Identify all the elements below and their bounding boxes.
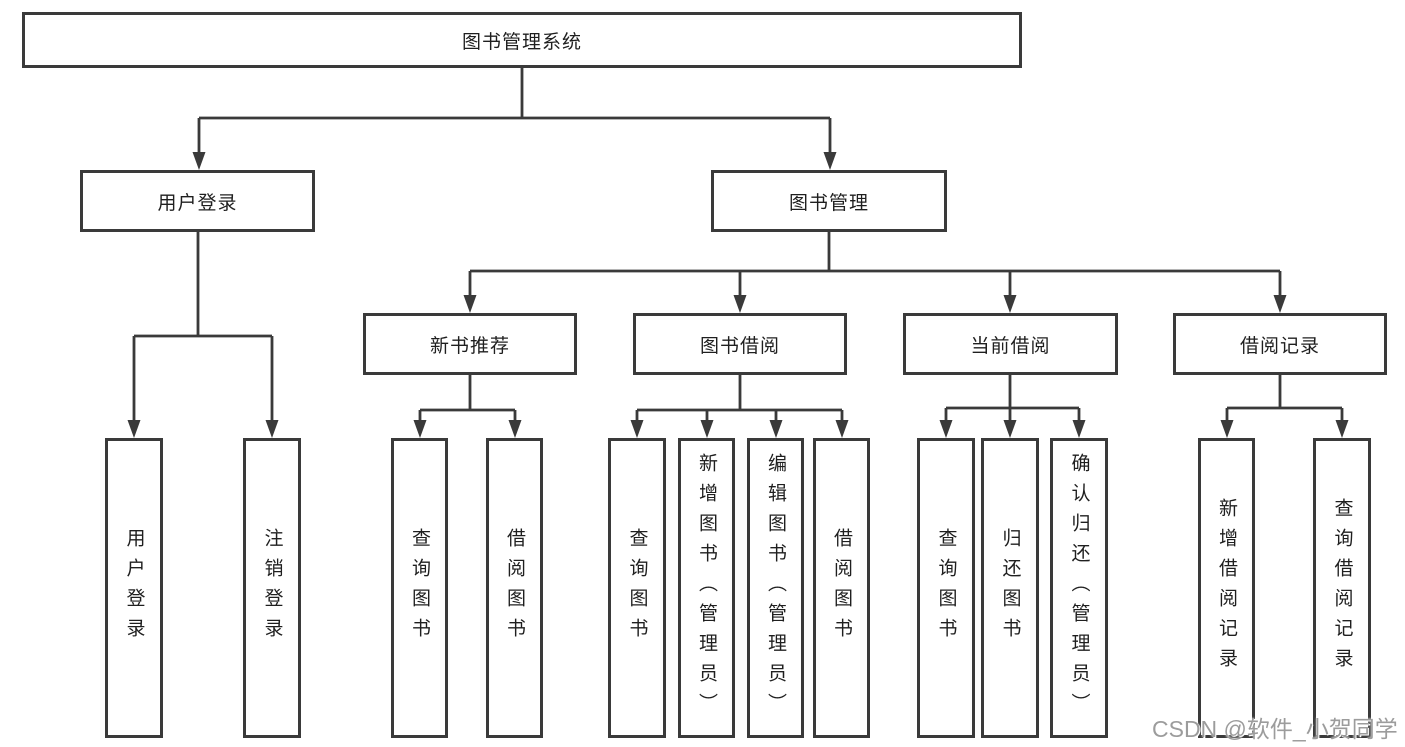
leaf-logout: 注销登录 <box>243 438 301 738</box>
leaf-return-books: 归还图书 <box>981 438 1039 738</box>
node-borrowing-records: 借阅记录 <box>1173 313 1387 375</box>
connector-book-borrowing <box>630 375 849 438</box>
leaf-query-books-borrowing: 查询图书 <box>608 438 666 738</box>
node-label: 查询图书 <box>935 528 957 648</box>
node-label: 借阅图书 <box>831 528 852 648</box>
leaf-borrow-books-recommend: 借阅图书 <box>486 438 543 738</box>
node-label: 当前借阅 <box>970 335 1051 357</box>
connector-root <box>192 68 837 170</box>
connector-borrowing-records <box>1220 375 1349 438</box>
leaf-edit-books-admin: 编辑图书（管理员） <box>747 438 804 738</box>
node-label: 图书管理系统 <box>461 31 582 53</box>
connector-new-book-recommendation <box>413 375 522 438</box>
node-label: 查询图书 <box>409 528 430 648</box>
watermark: CSDN @软件_小贺同学 <box>1152 716 1398 742</box>
node-label: 查询图书 <box>626 528 648 648</box>
leaf-query-books-current: 查询图书 <box>917 438 975 738</box>
leaf-query-books-recommend: 查询图书 <box>391 438 448 738</box>
node-new-book-recommendation: 新书推荐 <box>363 313 577 375</box>
node-label: 用户登录 <box>123 528 145 648</box>
leaf-query-borrow-record: 查询借阅记录 <box>1313 438 1371 738</box>
connector-user-login <box>127 232 279 438</box>
connector-current-borrowing <box>939 375 1086 438</box>
node-label: 查询借阅记录 <box>1331 498 1353 678</box>
leaf-add-books-admin: 新增图书（管理员） <box>678 438 735 738</box>
node-label: 借阅记录 <box>1239 335 1320 357</box>
leaf-borrow-books-borrowing: 借阅图书 <box>813 438 870 738</box>
node-label: 新增借阅记录 <box>1216 498 1237 678</box>
connector-book-management <box>463 232 1287 313</box>
node-label: 确认归还（管理员） <box>1068 453 1090 723</box>
node-book-management: 图书管理 <box>711 170 947 232</box>
node-label: 编辑图书（管理员） <box>765 453 786 723</box>
leaf-confirm-return-admin: 确认归还（管理员） <box>1050 438 1108 738</box>
leaf-add-borrow-record: 新增借阅记录 <box>1198 438 1255 738</box>
node-label: 注销登录 <box>261 528 283 648</box>
node-label: 归还图书 <box>999 528 1021 648</box>
node-label: 图书管理 <box>788 192 869 214</box>
node-current-borrowing: 当前借阅 <box>903 313 1118 375</box>
node-label: 新书推荐 <box>429 335 510 357</box>
node-library-management-system: 图书管理系统 <box>22 12 1022 68</box>
node-label: 借阅图书 <box>504 528 525 648</box>
node-book-borrowing: 图书借阅 <box>633 313 847 375</box>
leaf-user-login: 用户登录 <box>105 438 163 738</box>
node-label: 图书借阅 <box>699 335 780 357</box>
node-label: 新增图书（管理员） <box>696 453 717 723</box>
node-label: 用户登录 <box>157 192 238 214</box>
node-user-login-branch: 用户登录 <box>80 170 315 232</box>
